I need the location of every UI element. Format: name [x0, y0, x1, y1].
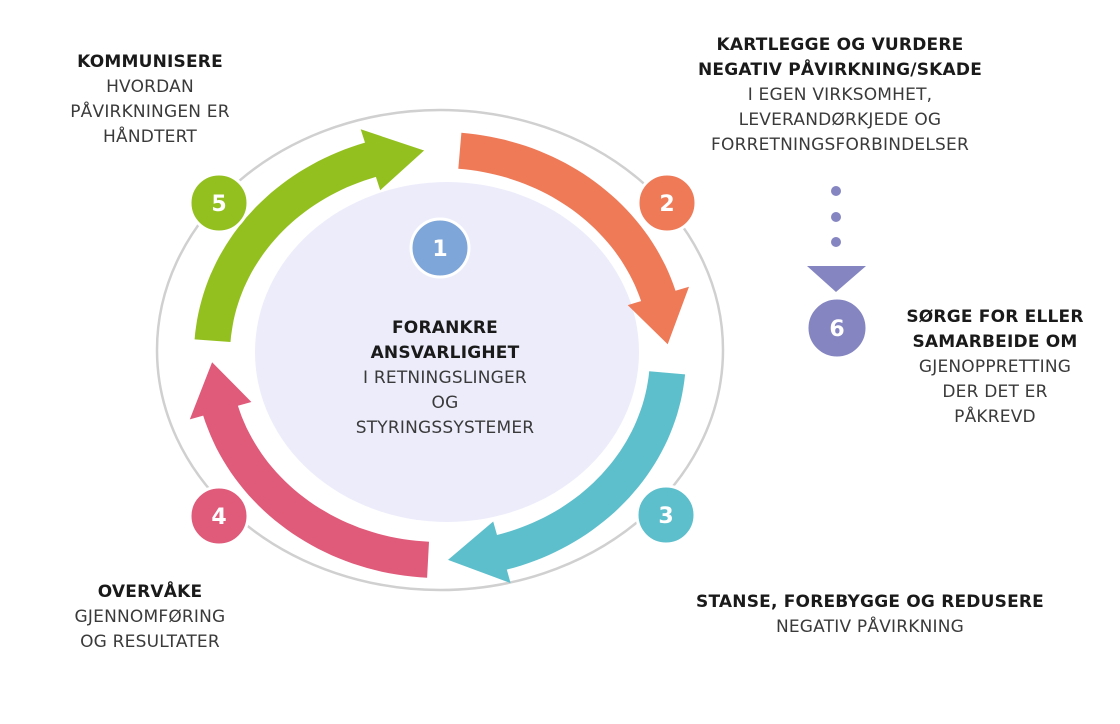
badge-number: 3: [658, 504, 673, 529]
badge-circle: [188, 485, 250, 547]
badge-number: 5: [211, 192, 226, 217]
outer-ring: [155, 108, 725, 592]
step-2-text-line: LEVERANDØRKJEDE OG: [738, 110, 942, 130]
step-1-title: FORANKRE: [391, 318, 498, 338]
step-6-text-line: DER DET ER: [942, 382, 1048, 402]
step-2-label: KARTLEGGE OG VURDERE NEGATIV PÅVIRKNING/…: [680, 33, 1000, 158]
step-4-title: OVERVÅKE: [97, 582, 203, 602]
inner-circle: [255, 182, 639, 522]
step-3-badge: 3: [635, 484, 697, 546]
step-4-text-line: GJENNOMFØRING: [74, 607, 226, 627]
step-4-label: OVERVÅKE GJENNOMFØRING OG RESULTATER: [30, 580, 270, 655]
step-3-text-line: NEGATIV PÅVIRKNING: [775, 617, 965, 637]
step-4-text-line: OG RESULTATER: [80, 632, 220, 652]
badge-circle: [409, 217, 471, 279]
step-4-badge: 4: [188, 485, 250, 547]
step-6-title: SØRGE FOR ELLER: [906, 307, 1084, 327]
step-5-text-line: PÅVIRKNINGEN ER: [70, 102, 230, 122]
step-2-badge: 2: [636, 172, 698, 234]
arrow-step-4: [189, 362, 429, 578]
step-6-text-line: GJENOPPRETTING: [918, 357, 1072, 377]
arrow-step-2: [458, 132, 689, 345]
arrow-step-3: [448, 371, 686, 584]
step-6-title: SAMARBEIDE OM: [912, 332, 1078, 352]
badge-circle: [805, 296, 869, 360]
down-arrow-icon: [807, 266, 866, 292]
step-1-badge: 1: [409, 217, 471, 279]
step-2-text-line: FORRETNINGSFORBINDELSER: [711, 135, 969, 155]
step-3-label: STANSE, FOREBYGGE OG REDUSERE NEGATIV PÅ…: [640, 590, 1100, 640]
step-5-label: KOMMUNISERE HVORDAN PÅVIRKNINGEN ER HÅND…: [30, 50, 270, 150]
step-5-badge: 5: [188, 172, 250, 234]
step-6-badge: 6: [805, 296, 869, 360]
connector-dot: [831, 186, 841, 196]
step-2-title: KARTLEGGE OG VURDERE: [716, 35, 964, 55]
badge-number: 1: [432, 237, 447, 262]
step-1-title: ANSVARLIGHET: [370, 343, 520, 363]
step-6-label: SØRGE FOR ELLER SAMARBEIDE OM GJENOPPRET…: [890, 305, 1100, 430]
badge-number: 4: [211, 505, 226, 530]
step-5-title: KOMMUNISERE: [77, 52, 223, 72]
badge-circle: [635, 484, 697, 546]
step-2-text-line: I EGEN VIRKSOMHET,: [747, 85, 933, 105]
badge-circle: [188, 172, 250, 234]
badge-number: 2: [659, 192, 674, 217]
step-1-text-line: OG: [431, 393, 459, 413]
step-1-text-line: I RETNINGSLINGER: [363, 368, 527, 388]
badge-number: 6: [829, 317, 844, 342]
step-5-text-line: HVORDAN: [106, 77, 194, 97]
connector-dot: [831, 212, 841, 222]
arrow-step-5: [194, 129, 425, 342]
step-2-title: NEGATIV PÅVIRKNING/SKADE: [697, 60, 983, 80]
step-5-text-line: HÅNDTERT: [103, 127, 197, 147]
step-3-title: STANSE, FOREBYGGE OG REDUSERE: [696, 592, 1044, 612]
badge-circle: [636, 172, 698, 234]
step-6-connector: [807, 186, 866, 292]
step-1-label: FORANKRE ANSVARLIGHET I RETNINGSLINGER O…: [345, 316, 545, 441]
step-6-text-line: PÅKREVD: [954, 407, 1036, 427]
step-1-text-line: STYRINGSSYSTEMER: [355, 418, 535, 438]
connector-dot: [831, 237, 841, 247]
